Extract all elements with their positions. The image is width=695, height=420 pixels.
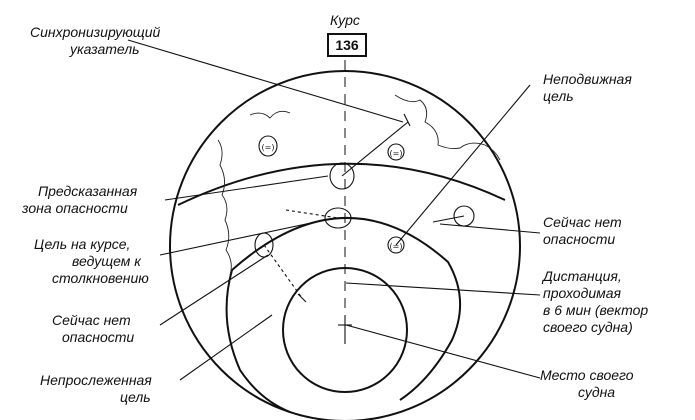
leader-collision-target [159,219,326,256]
svg-text:столкновению: столкновению [52,270,149,286]
label-untracked-target: Непрослеженная цель [40,372,152,405]
label-own-ship: Место своего судна [540,367,634,400]
svg-text:ведущем к: ведущем к [72,253,142,269]
radar-outer-circle [169,70,521,420]
svg-text:судна: судна [578,384,615,400]
leader-no-danger-left [159,254,269,326]
svg-text:Сейчас нет: Сейчас нет [52,312,131,328]
collision-track [285,209,339,219]
collision-target-ellipse [324,207,352,229]
coastline-right [394,94,501,161]
leader-fixed-target [395,84,531,246]
label-collision-target: Цель на курсе, ведущем к столкновению [34,236,149,286]
label-distance-vector: Дистанция, проходимая в 6 мин (вектор св… [541,268,648,335]
danger-zone-inner-arc [231,216,462,401]
svg-text:цель: цель [120,389,151,405]
fixed-target-mark: (=) [390,242,403,251]
svg-text:цель: цель [543,88,574,104]
sync-vector [341,121,409,177]
own-ship-circle [282,267,408,393]
no-danger-vector [432,215,465,223]
sync-vector-tick [403,113,411,127]
leader-predicted-zone [164,175,329,201]
fixed-target-ellipse [387,236,405,254]
svg-text:Непрослеженная: Непрослеженная [40,372,152,388]
leader-untracked-target [179,314,273,381]
collision-vector-tick [297,293,307,303]
svg-text:в 6 мин (вектор: в 6 мин (вектор [543,302,648,318]
svg-text:Дистанция,: Дистанция, [541,268,622,284]
label-predicted-zone: Предсказанная зона опасности [21,183,138,216]
svg-text:Сейчас нет: Сейчас нет [543,214,622,230]
target-upper-right [387,143,405,161]
target-upper-left-mark: (=) [262,143,275,152]
leader-no-danger-right [439,223,541,234]
label-no-danger-left: Сейчас нет опасности [52,312,134,345]
coastline-top-left [249,110,291,119]
leader-own-ship [345,324,541,379]
heading-box [327,33,367,57]
svg-text:Цель на курсе,: Цель на курсе, [34,236,130,252]
heading-title: Курс [330,12,360,28]
svg-text:Предсказанная: Предсказанная [38,183,138,199]
heading-value: 136 [335,37,359,53]
predicted-zone-arc [177,162,506,206]
target-upper-right-mark: (=) [390,149,403,158]
predicted-zone-ellipse [329,162,355,190]
svg-text:зона опасности: зона опасности [21,200,128,216]
danger-zone-left-arc [225,269,291,413]
leader-sync-pointer [127,39,404,123]
target-upper-left [258,135,278,157]
label-no-danger-right: Сейчас нет опасности [543,214,622,247]
leader-distance-vector [345,282,541,296]
svg-text:проходимая: проходимая [543,285,622,301]
collision-vector [263,244,303,299]
coastline-left [217,139,232,276]
svg-text:опасности: опасности [62,329,134,345]
label-sync-pointer: Синхронизирующий указатель [30,24,161,57]
label-fixed-target: Неподвижная цель [543,71,632,104]
svg-text:указатель: указатель [69,41,139,57]
svg-text:опасности: опасности [543,231,615,247]
svg-text:своего судна): своего судна) [543,319,633,335]
svg-text:Синхронизирующий: Синхронизирующий [30,24,161,40]
svg-text:Место своего: Место своего [540,367,634,383]
svg-text:Неподвижная: Неподвижная [543,71,632,87]
